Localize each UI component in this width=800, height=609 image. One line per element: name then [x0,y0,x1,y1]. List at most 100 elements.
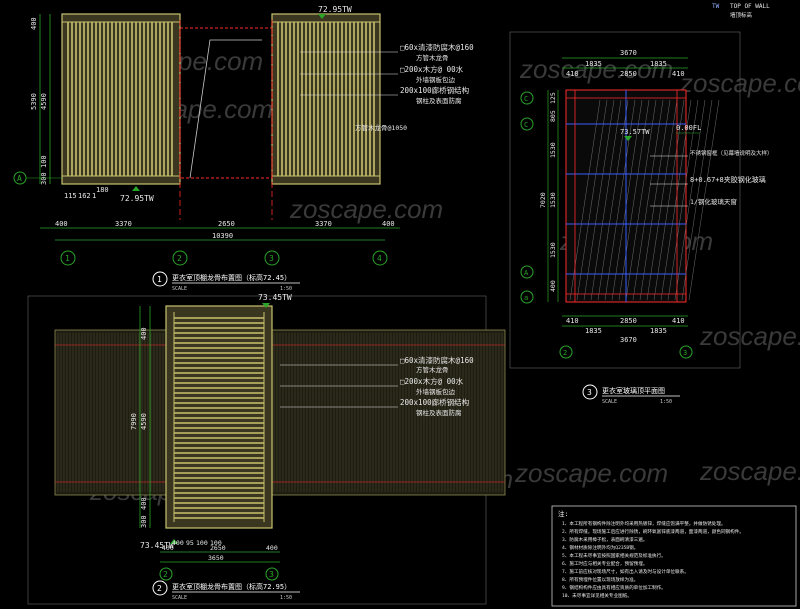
dim-text: 400 [55,220,68,228]
legend-sub: 墙顶标高 [730,11,753,19]
slats-right [272,21,380,177]
hatch-line [625,99,657,301]
callout-text: 200x100廊桥钢结构 [400,85,470,95]
dim-text: 100 [196,539,208,547]
callout-text: 钢柱及表面防腐 [416,96,462,105]
hatch-line [597,99,629,301]
dim-total: 3670 [620,49,637,57]
callout-text: □60x清漆防腐木@160 [400,42,474,52]
hatch-line [646,99,678,301]
notes-box [551,505,797,607]
dim-text: 805 [549,110,557,122]
hatch-line [618,99,650,301]
note-line: 7、施工前应核对现场尺寸，如有出入请及时与设计单位联系。 [562,568,689,575]
elevation-marker [624,136,632,141]
callout-text: 外墙钢板包边 [416,387,456,396]
dim-text: 400 [266,544,278,552]
axis-bubble-3 [265,567,279,581]
axis-label: 3 [683,349,687,357]
slats-left [62,21,180,177]
hatch-line [611,99,643,301]
dim-text: 100 [210,539,222,547]
dim-text: 1 [92,192,96,200]
dim-text: 2850 [620,70,637,78]
axis-label: a [524,294,528,302]
callout-text: 200x100廊桥钢结构 [400,397,470,407]
elevation-label: 73.57TW [620,128,650,136]
hatch-line [667,99,699,301]
dim-text: 180 [96,186,109,194]
leader-lines [280,364,398,408]
plan-3-frame [509,31,741,369]
dim-text: 2650 [210,544,226,552]
callout-text: 方管木龙骨@1050 [355,123,407,132]
axis-label: 2 [163,570,168,579]
plan-1: 72.95TW 72.95TW 400 5390 4590 100 300 A … [13,5,474,292]
dim-text: 300 [140,515,148,528]
notes-heading: 注: [558,509,568,518]
elevation-marker [170,539,178,544]
stair-line [189,39,262,179]
hatch-line [674,99,706,301]
callouts: □60x清漆防腐木@160 方管木龙骨 □200x木方@ 00水 外墙钢板包边 … [300,42,474,132]
leader-lines [650,155,688,207]
hatch-line [604,99,636,301]
notes: 注: 1、本工程所有钢构件除注明外均采用热镀锌，焊缝应饱满平整，并做防锈处理。 … [558,509,744,599]
hatch-line [681,99,713,301]
axis-label: 1 [65,254,70,263]
drawing-title: 更衣室玻璃顶平面图 [602,386,665,395]
dim-total: 3650 [208,554,224,562]
dim-text: 410 [566,317,579,325]
hatch-line [660,99,692,301]
mullions [566,90,686,302]
axis-bubble-3 [264,250,280,266]
hatch-line [576,99,608,301]
watermark: zoscape.com [679,68,800,98]
axis-bubble-2 [172,250,188,266]
hatch-line [688,99,720,301]
dim-text: 7020 [539,192,547,208]
note-line: 4、钢材材质除注明外均为Q235B钢。 [562,544,638,551]
leader-lines [300,51,398,96]
hatch-line [639,99,671,301]
dim-text: 400 [382,220,395,228]
watermark: zoscape.com [699,456,800,486]
axis-bubble-a [520,290,534,304]
dim-text: 400 [549,280,557,292]
axis-label: 4 [377,254,382,263]
elevation-marker [262,303,270,308]
callout-text: 方管木龙骨 [416,53,449,62]
scale-value: 1:50 [660,399,672,405]
dim-text: 1530 [549,142,557,158]
title-number: 2 [157,584,162,593]
note-line: 1、本工程所有钢构件除注明外均采用热镀锌，焊缝应饱满平整，并做防锈处理。 [562,520,726,527]
axis-bubble-A [520,265,534,279]
elevation-marker [132,186,140,191]
elevation-label: 73.45TW [258,293,292,302]
drawing-title: 更衣室顶棚龙骨布置图（标高72.45） [172,273,291,282]
axis-bubble-1 [60,250,76,266]
dim-text: 400 [30,17,38,30]
note-line: 5、本工程未尽事宜按照国家相关规范及标准执行。 [562,552,666,559]
callout-text: □200x木方@ 00水 [400,64,464,74]
elevation-label: 72.95TW [120,194,154,203]
dim-text: 400 [140,327,148,340]
dim-text: 100 [40,155,48,168]
elevation-label: 72.95TW [318,5,352,14]
dim-text: 1835 [650,327,667,335]
plan-3: TW TOP OF WALL 墙顶标高 3670 1835 1835 410 2… [520,3,773,405]
axis-bubble-2 [159,567,173,581]
dim-text: 3370 [115,220,132,228]
dim-text: 95 [186,539,194,547]
legend-code: TW [712,3,720,10]
dim-text: 1835 [585,60,602,68]
callout-text: 8+0.67+8夹胶钢化玻璃 [690,175,766,184]
axis-label: C [524,95,528,103]
callout-text: □200x木方@ 00水 [400,376,464,386]
dim-text: 2850 [620,317,637,325]
scale-label: SCALE [602,399,617,405]
dim-text: 400 [140,497,148,510]
callout-text: 不锈钢窗框（见幕墙说明及大样） [690,149,773,157]
callout-text: 钢柱及表面防腐 [416,408,462,417]
hatch-line [583,99,615,301]
